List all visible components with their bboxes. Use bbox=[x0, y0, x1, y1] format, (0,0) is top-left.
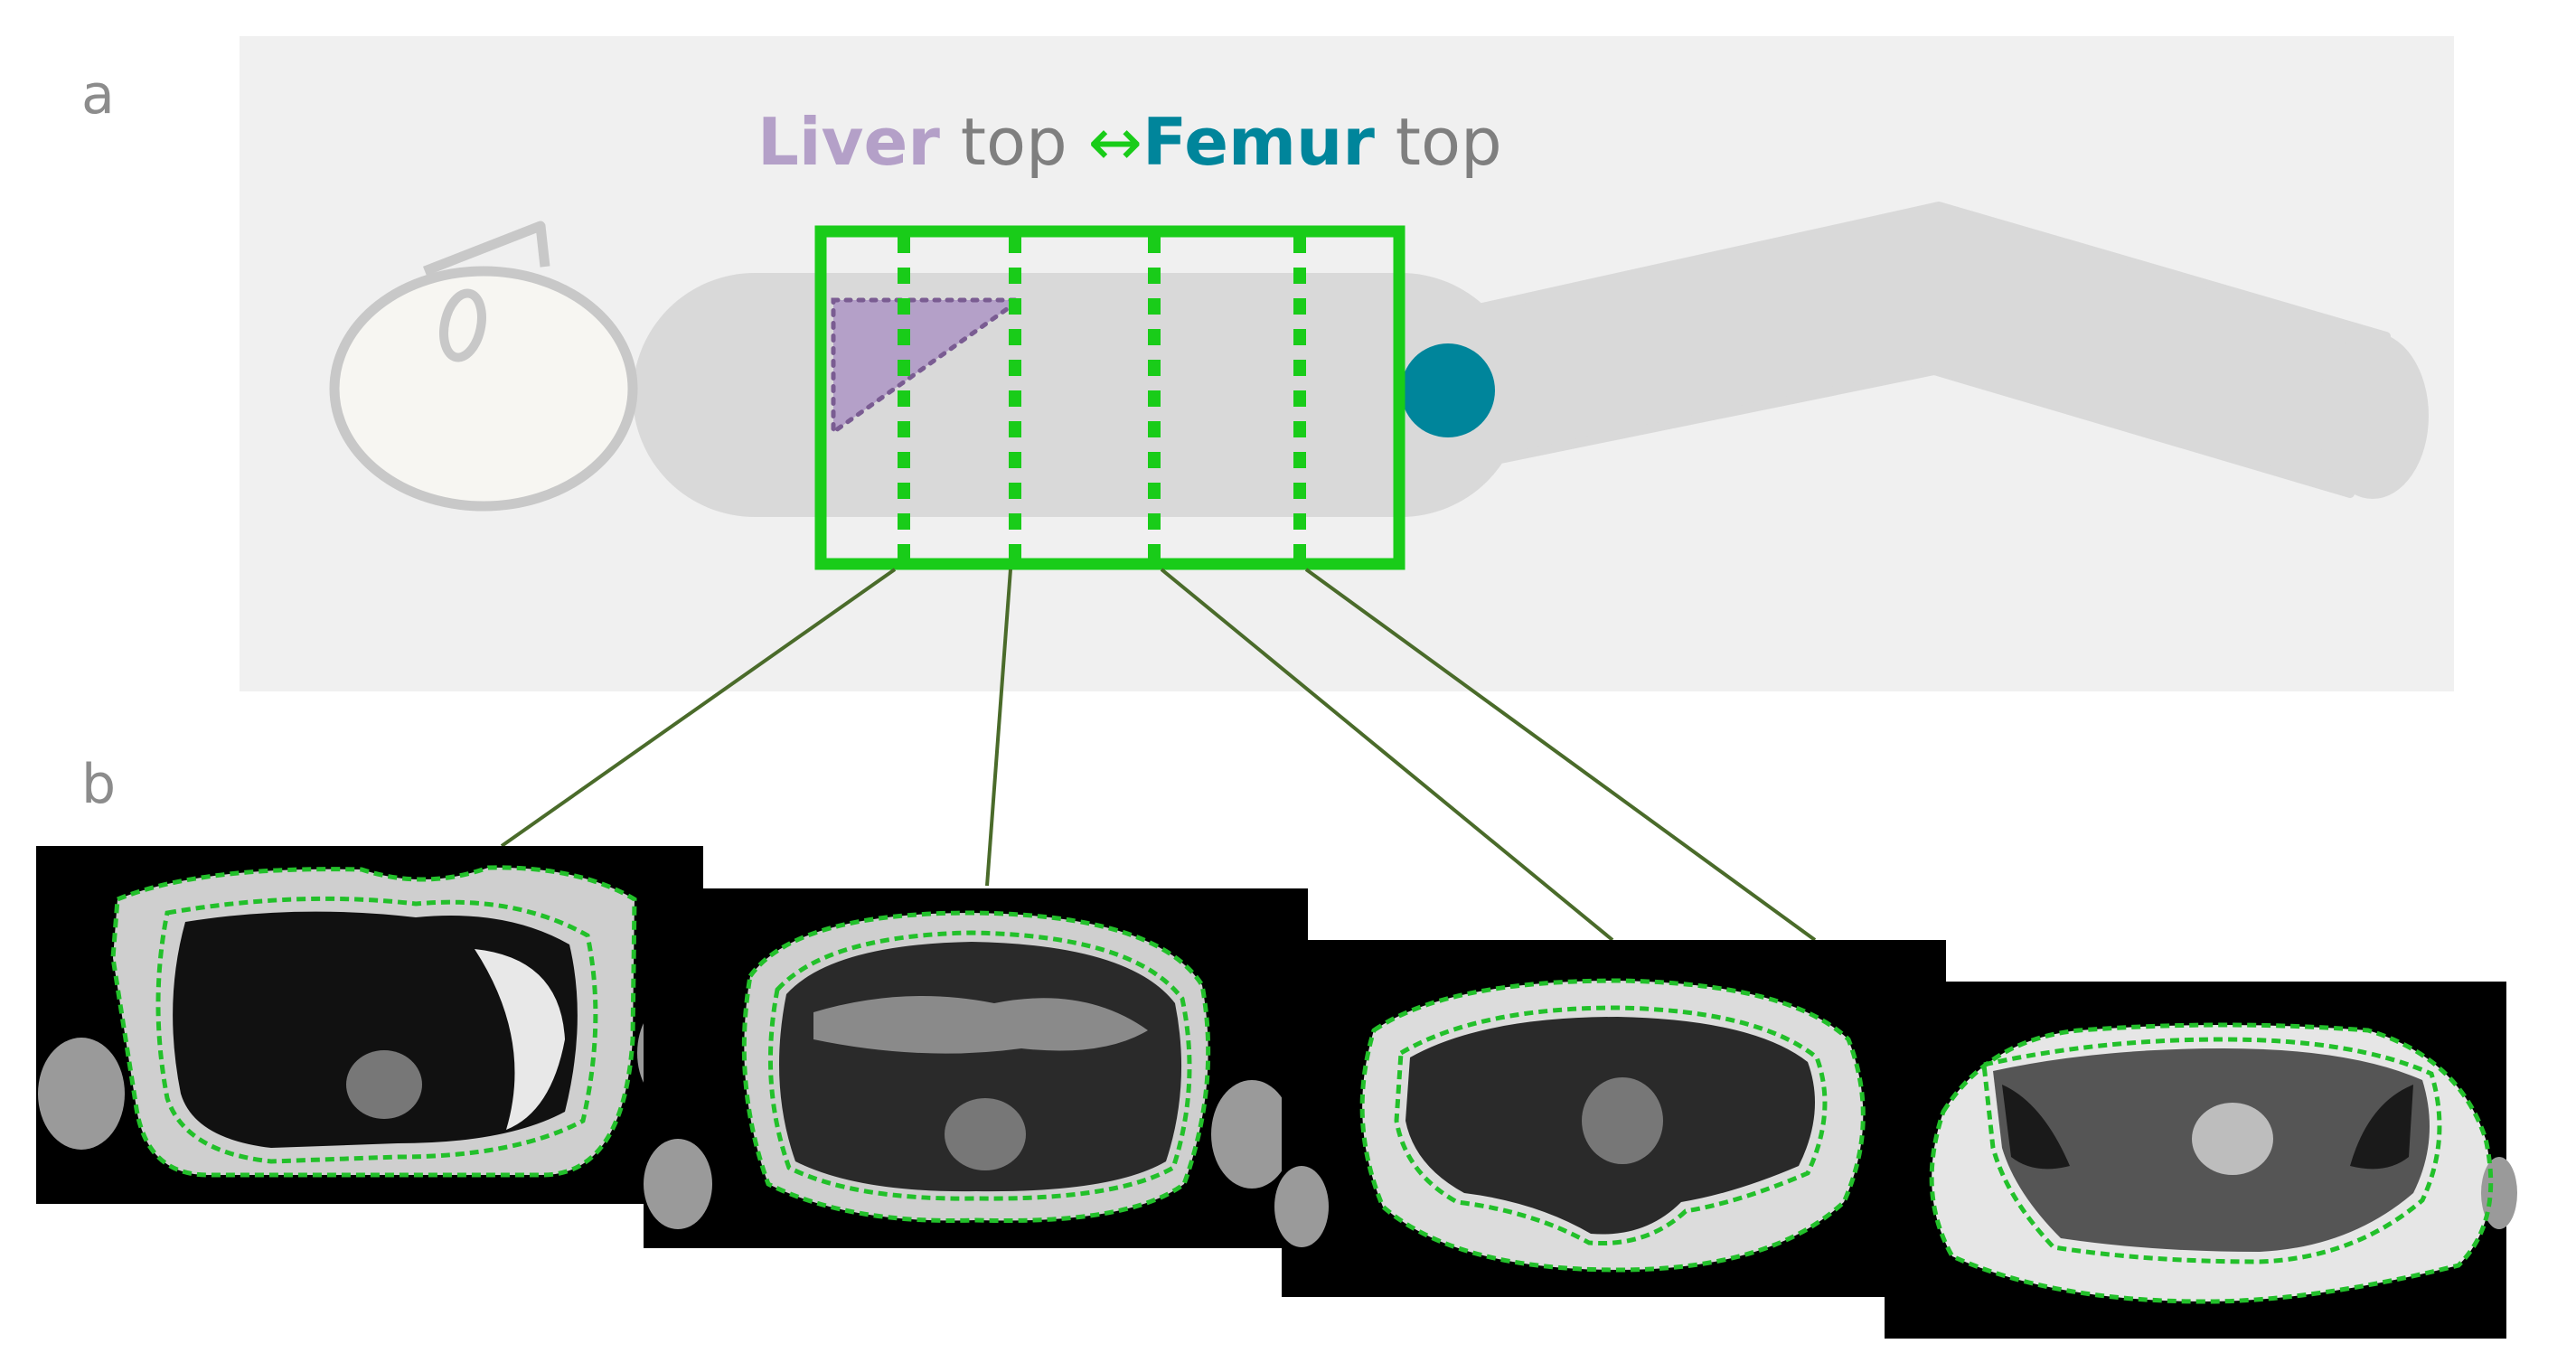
connector-lines bbox=[500, 568, 1817, 942]
head-outline-icon bbox=[329, 221, 638, 512]
mri-slice-1 bbox=[36, 846, 703, 1204]
slice-3-arm-left bbox=[1274, 1166, 1329, 1247]
mri-slice-3 bbox=[1274, 940, 1946, 1297]
slice-4-sacrum bbox=[2192, 1103, 2273, 1175]
slice-2-arm-left bbox=[644, 1139, 712, 1229]
connector-line-2 bbox=[985, 569, 1012, 887]
slice-3-contour-outer bbox=[1359, 978, 1866, 1273]
slice-1-contour-outer bbox=[110, 865, 637, 1178]
femur-head-dot-icon bbox=[1401, 343, 1495, 437]
panel-b-label: b bbox=[81, 753, 116, 816]
range-arrow: ↔ bbox=[1088, 104, 1142, 180]
mri-slice-4 bbox=[1885, 982, 2517, 1339]
slice-3-contour-inner bbox=[1394, 1005, 1828, 1246]
head-shape bbox=[329, 266, 638, 512]
scan-range-frame bbox=[814, 225, 1406, 570]
femur-title-suffix: top bbox=[1375, 104, 1502, 180]
slice-3-spine bbox=[1582, 1077, 1663, 1164]
scan-range-box bbox=[814, 225, 1406, 570]
slice-1-arm-left bbox=[38, 1038, 125, 1150]
slice-2-contour-inner bbox=[767, 930, 1192, 1201]
panel-a: a Liver top ↔Femur top bbox=[81, 36, 2454, 691]
ear-shape bbox=[439, 288, 486, 362]
connector-line-3 bbox=[1160, 568, 1614, 942]
liver-title-word: Liver bbox=[757, 104, 940, 180]
slice-2-arm-right bbox=[1211, 1080, 1293, 1189]
femur-title-word: Femur bbox=[1142, 104, 1375, 180]
torso-shape bbox=[633, 273, 1523, 517]
slice-1-spine bbox=[346, 1050, 422, 1119]
panel-a-label: a bbox=[81, 63, 115, 127]
region-title: Liver top ↔Femur top bbox=[757, 104, 1502, 180]
liver-title-suffix: top bbox=[940, 104, 1088, 180]
slice-2-contour-outer bbox=[741, 910, 1211, 1223]
slice-1-inner bbox=[173, 911, 578, 1148]
slice-2-spine bbox=[945, 1098, 1026, 1170]
slice-1-stomach bbox=[475, 949, 565, 1130]
slice-2-bowel bbox=[813, 996, 1148, 1054]
mri-slice-2 bbox=[644, 888, 1308, 1248]
slice-4-contour-inner bbox=[1981, 1037, 2442, 1264]
slice-1-contour-inner bbox=[155, 896, 598, 1164]
slice-4-contour-outer bbox=[1929, 1022, 2494, 1304]
liver-triangle-icon bbox=[831, 297, 1027, 437]
connector-line-4 bbox=[1304, 568, 1817, 942]
leg-foot-cap bbox=[2317, 333, 2429, 499]
connector-line-1 bbox=[500, 568, 897, 848]
slice-4-pelvic-bones bbox=[2002, 1085, 2413, 1170]
nose-shape bbox=[422, 221, 550, 277]
